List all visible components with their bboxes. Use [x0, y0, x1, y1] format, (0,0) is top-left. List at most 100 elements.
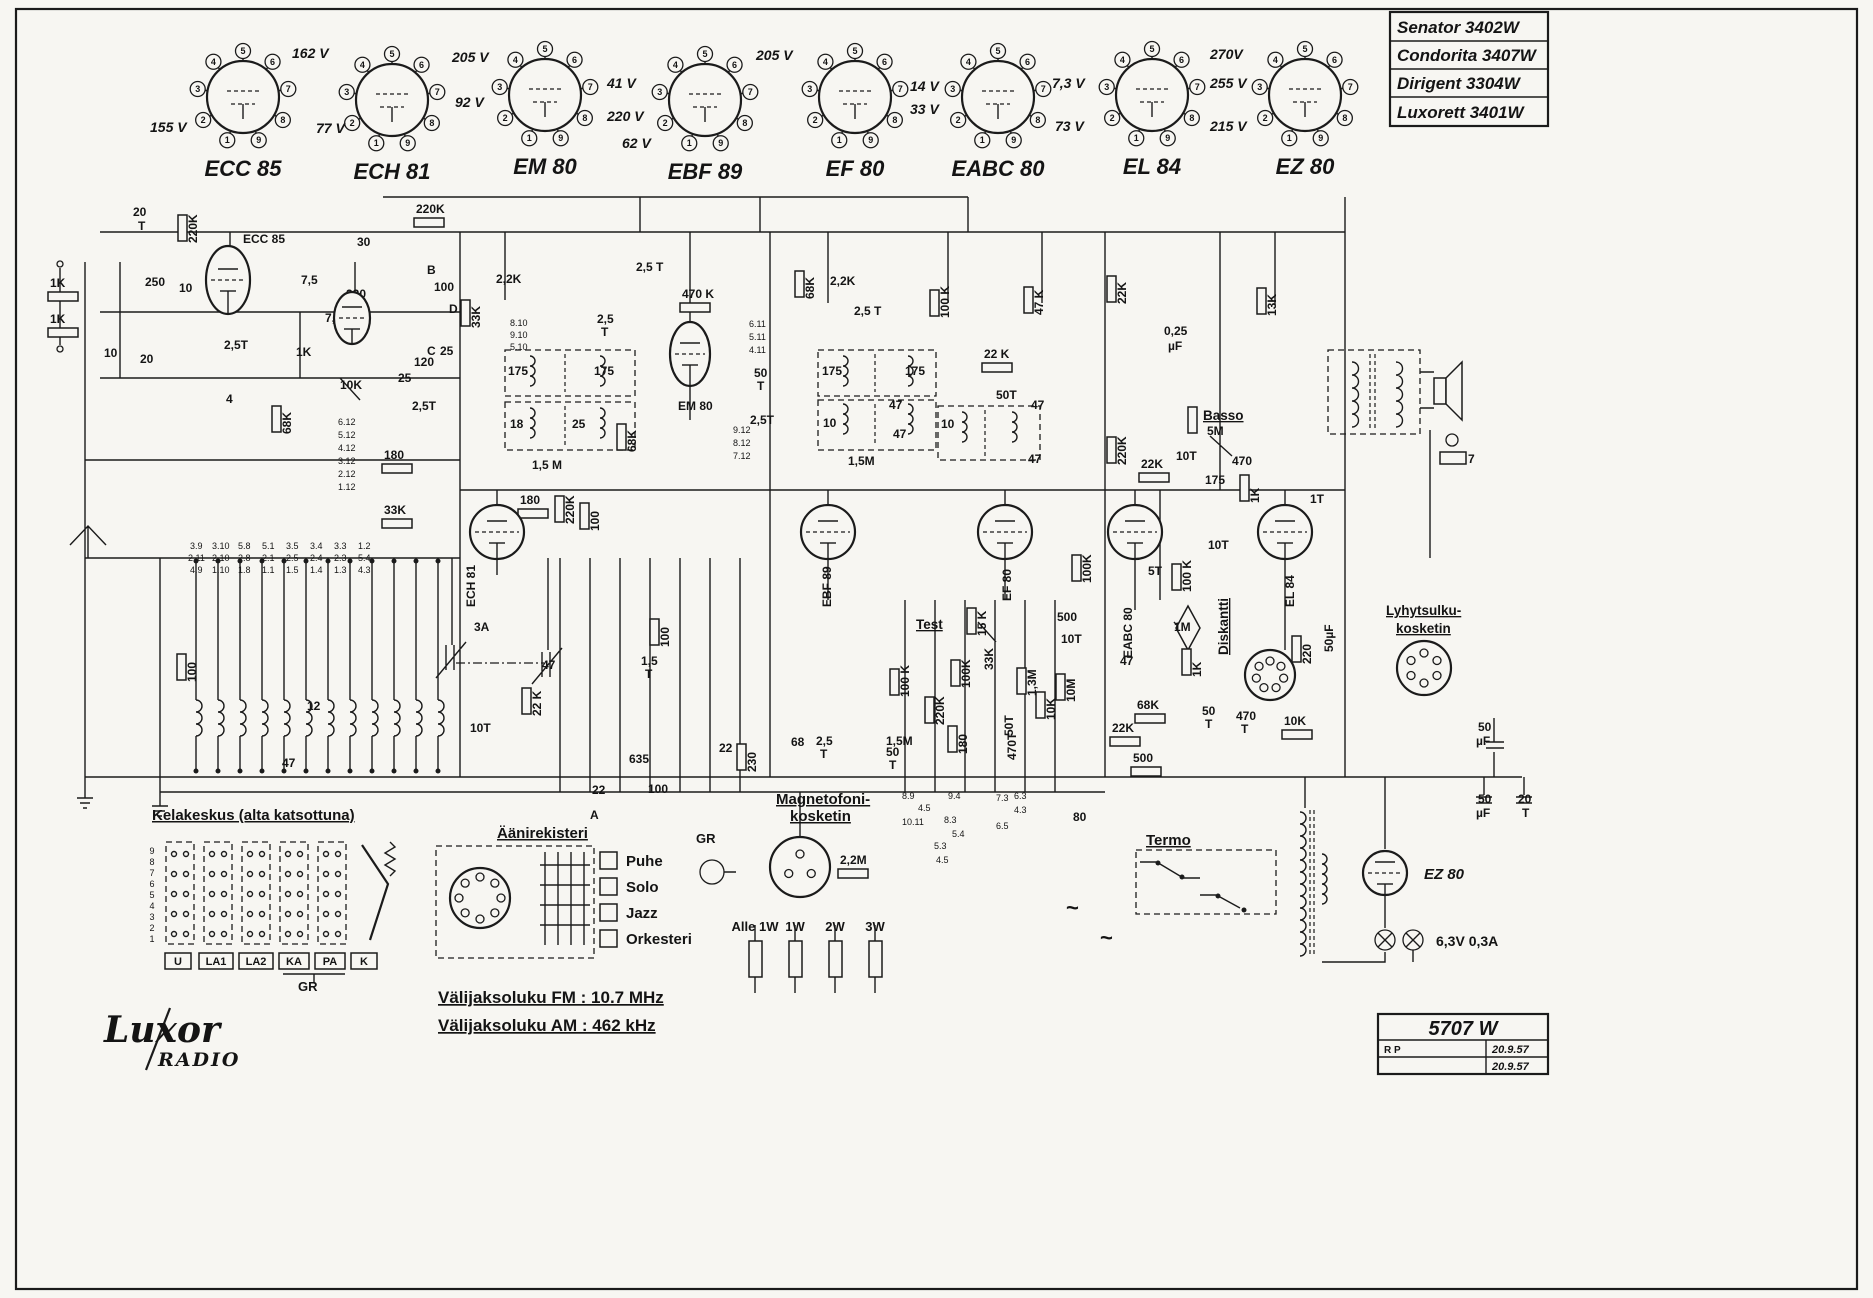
component-label: A [590, 808, 599, 822]
component-label: 7.3 [996, 793, 1009, 803]
register-label: Puhe [626, 853, 663, 870]
component-label: 4.11 [749, 345, 766, 355]
band-button-label: U [174, 956, 182, 968]
component-label: 2,2K [830, 274, 856, 288]
resistor-icon [616, 423, 627, 451]
component-label: 180 [520, 493, 540, 507]
component-label: 30 [357, 235, 371, 249]
sheet-date-2: 20.9.57 [1491, 1061, 1530, 1073]
component-label: 22K [1112, 721, 1134, 735]
connector-symbol [1243, 648, 1297, 702]
band-button-box [350, 952, 378, 970]
component-label: 10T [1176, 449, 1197, 463]
component-label: 1K [296, 345, 312, 359]
component-label: 2.3 [334, 553, 347, 563]
component-label: µF [1476, 806, 1490, 820]
tube-pin-number: 9 [1318, 133, 1323, 143]
component-label: 5.10 [510, 342, 528, 352]
tube-pin-number: 6 [1179, 55, 1184, 65]
register-label: Orkesteri [626, 931, 692, 948]
component-label: 175 [822, 364, 842, 378]
component-label: 25 [398, 371, 412, 385]
component-label: 80 [1073, 810, 1087, 824]
tube-pin-number: 6 [882, 57, 887, 67]
component-label: 500 [1133, 751, 1153, 765]
component-label: 9.10 [510, 330, 528, 340]
resistor-icon [176, 653, 187, 681]
component-label: 2.4 [310, 553, 323, 563]
component-label: 1.12 [338, 482, 356, 492]
coil-scale-number: 1 [149, 934, 154, 944]
component-label: 50T [1002, 715, 1016, 736]
luxor-logo-radio: RADIO [157, 1049, 240, 1071]
component-label: 470 [1232, 454, 1252, 468]
tube-pin-number: 5 [852, 46, 857, 56]
tube-pin-number: 4 [966, 57, 971, 67]
resistor-icon [521, 687, 532, 715]
connector-symbol [1395, 639, 1453, 697]
tube-pin-number: 3 [657, 87, 662, 97]
tube-pin-number: 3 [1257, 82, 1262, 92]
component-label: 50T [996, 388, 1017, 402]
component-label: 10K [340, 378, 362, 392]
component-label: Basso [1203, 408, 1244, 423]
coil-scale-number: 4 [149, 901, 154, 911]
component-label: 68K [625, 430, 639, 452]
component-label: 2.11 [188, 553, 205, 563]
coil-icon [305, 699, 313, 737]
component-label: 5T [1148, 564, 1163, 578]
coil-scale-number: 7 [149, 868, 154, 878]
tube-pin-number: 1 [374, 138, 379, 148]
register-button-box [599, 929, 618, 948]
component-label: 2,5 T [636, 260, 664, 274]
component-label: 5.11 [749, 332, 766, 342]
component-label: 2,5T [412, 399, 437, 413]
tube-pin-number: 3 [195, 84, 200, 94]
resistor-icon [47, 291, 79, 302]
component-label: 0,25 [1164, 324, 1188, 338]
section-magnetofoni-line2: kosketin [790, 808, 851, 825]
component-label: T [1205, 717, 1213, 731]
phone-jack [1445, 433, 1459, 447]
resistor-icon [1071, 554, 1082, 582]
resistor-icon [1109, 736, 1141, 747]
component-label: 9.12 [733, 425, 751, 435]
coil-icon [529, 355, 536, 387]
component-label: 5.1 [262, 541, 275, 551]
resistor-icon [924, 696, 935, 724]
coil-icon [283, 699, 291, 737]
tube-pin-number: 4 [673, 60, 678, 70]
component-label: 20 [133, 205, 147, 219]
band-button-box [314, 952, 346, 970]
component-label: 4.5 [918, 803, 931, 813]
circuit-tube-symbols [204, 244, 1409, 957]
component-label: 10 [941, 417, 955, 431]
component-label: 7 [1468, 452, 1475, 466]
component-label: 8.10 [510, 318, 528, 328]
speaker-coil [1433, 377, 1447, 405]
tube-pin-number: 6 [1332, 55, 1337, 65]
component-label: 68 [791, 735, 805, 749]
component-label: 3.9 [190, 541, 203, 551]
component-label: kosketin [1396, 621, 1451, 636]
tube-pin-number: 7 [1041, 84, 1046, 94]
resistor-icon [794, 270, 805, 298]
section-termo: Termo [1146, 832, 1191, 849]
component-label: 120 [414, 355, 434, 369]
tube-pin-number: 4 [360, 60, 365, 70]
resistor-icon [1187, 406, 1198, 434]
component-label: 6.11 [749, 319, 766, 329]
resistor-icon [1106, 436, 1117, 464]
tube-pin-number: 9 [256, 135, 261, 145]
component-label: Lyhytsulku- [1386, 603, 1461, 618]
resistor-icon [1106, 275, 1117, 303]
tube-pin-number: 7 [898, 84, 903, 94]
plug-icon [699, 859, 725, 885]
component-label: T [1522, 806, 1530, 820]
section-magnetofoni-line1: Magnetofoni- [776, 791, 870, 808]
component-label: 68K [1137, 698, 1159, 712]
component-label: 250 [145, 275, 165, 289]
tube-voltage: 155 V [150, 119, 188, 135]
